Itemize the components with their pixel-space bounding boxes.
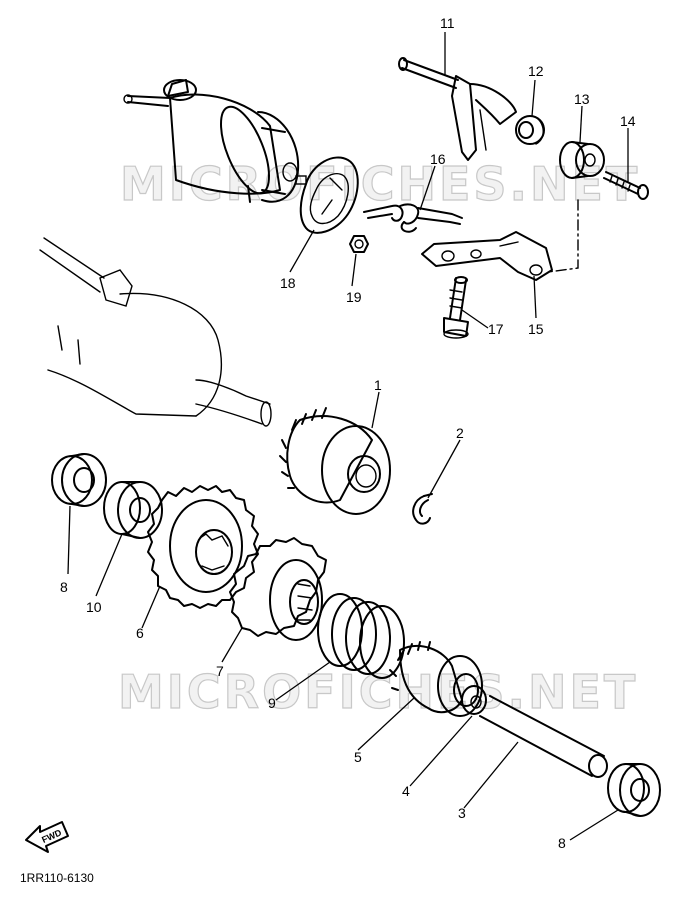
bolt-part-17 xyxy=(443,276,469,339)
gasket-part-18 xyxy=(299,156,359,234)
label-part-15: 15 xyxy=(528,321,544,337)
bearing-part-8-left xyxy=(51,453,107,507)
clutch-part-1 xyxy=(279,407,391,515)
fwd-arrow-icon: FWD xyxy=(25,821,69,853)
lever-plate-part-15 xyxy=(421,231,553,281)
washer-part-12 xyxy=(515,115,545,145)
bearing-part-8-right xyxy=(607,763,661,817)
spring-part-16 xyxy=(363,203,463,233)
diagram-code: 1RR110-6130 xyxy=(20,871,94,885)
label-part-13: 13 xyxy=(574,91,590,107)
starter-solenoid xyxy=(123,79,307,203)
watermark-bottom: MICROFICHES.NET xyxy=(118,665,638,719)
starter-motor xyxy=(39,237,272,427)
label-part-1: 1 xyxy=(374,377,382,393)
label-part-6: 6 xyxy=(136,625,144,641)
label-part-3: 3 xyxy=(458,805,466,821)
label-part-4: 4 xyxy=(402,783,410,799)
label-part-14: 14 xyxy=(620,113,636,129)
callout-lines xyxy=(67,32,629,841)
washer-part-4 xyxy=(461,685,487,715)
gear-part-7 xyxy=(229,537,327,641)
spring-part-9 xyxy=(317,593,405,679)
label-part-8-right: 8 xyxy=(558,835,566,851)
part-labels: 11 12 13 14 16 15 17 18 19 1 2 8 10 6 7 … xyxy=(60,15,636,851)
watermark-top: MICROFICHES.NET xyxy=(120,157,640,211)
lever-shaft-part-11 xyxy=(398,57,517,161)
gear-part-6 xyxy=(147,485,259,609)
label-part-10: 10 xyxy=(86,599,102,615)
label-part-16: 16 xyxy=(430,151,446,167)
collar-part-10 xyxy=(103,481,163,539)
label-part-5: 5 xyxy=(354,749,362,765)
label-part-8-left: 8 xyxy=(60,579,68,595)
label-part-7: 7 xyxy=(216,663,224,679)
label-part-11: 11 xyxy=(440,15,455,31)
label-part-2: 2 xyxy=(456,425,464,441)
label-part-17: 17 xyxy=(488,321,504,337)
gear-part-5 xyxy=(389,641,483,717)
shaft-part-3 xyxy=(479,695,608,778)
nut-part-19 xyxy=(349,235,369,253)
circlip-part-2 xyxy=(412,493,433,525)
label-part-19: 19 xyxy=(346,289,362,305)
label-part-12: 12 xyxy=(528,63,544,79)
collar-part-13 xyxy=(559,141,605,179)
bolt-part-14 xyxy=(603,171,649,200)
label-part-18: 18 xyxy=(280,275,296,291)
label-part-9: 9 xyxy=(268,695,276,711)
